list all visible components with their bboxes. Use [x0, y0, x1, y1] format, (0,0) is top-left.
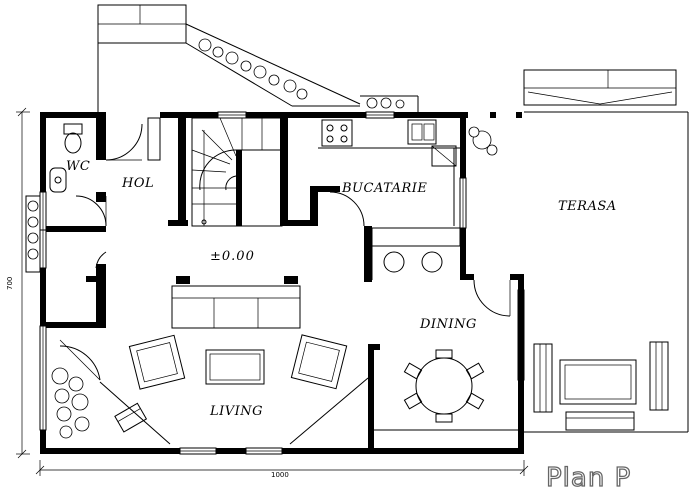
- living-plants: [51, 126, 498, 439]
- height-dimension: 700: [6, 277, 14, 290]
- wc-fixtures: [49, 123, 83, 193]
- terrace-furniture: [524, 112, 689, 433]
- living-furniture: [99, 285, 369, 445]
- entrance-steps: [97, 4, 419, 112]
- doors: [59, 117, 511, 381]
- staircase: [191, 117, 283, 227]
- windows: [39, 111, 525, 455]
- room-label-living: LIVING: [209, 404, 263, 419]
- room-label-dining: DINING: [419, 317, 477, 332]
- plan-title: Plan P: [546, 463, 631, 493]
- dimension-lines: [16, 107, 529, 476]
- dining-table: [374, 349, 518, 431]
- kitchen-fixtures: [318, 119, 461, 280]
- room-label-wc: WC: [66, 159, 90, 174]
- entrance-plants: [198, 38, 405, 109]
- left-planter: [25, 195, 41, 273]
- width-dimension: 1000: [271, 471, 289, 479]
- room-label-hol: HOL: [121, 176, 154, 191]
- floor-elevation: ±0.00: [210, 249, 255, 264]
- interior-walls: [46, 112, 380, 448]
- terrace-pergola: [523, 69, 688, 113]
- room-label-bucatarie: BUCATARIE: [341, 181, 427, 196]
- room-label-terasa: TERASA: [558, 199, 617, 214]
